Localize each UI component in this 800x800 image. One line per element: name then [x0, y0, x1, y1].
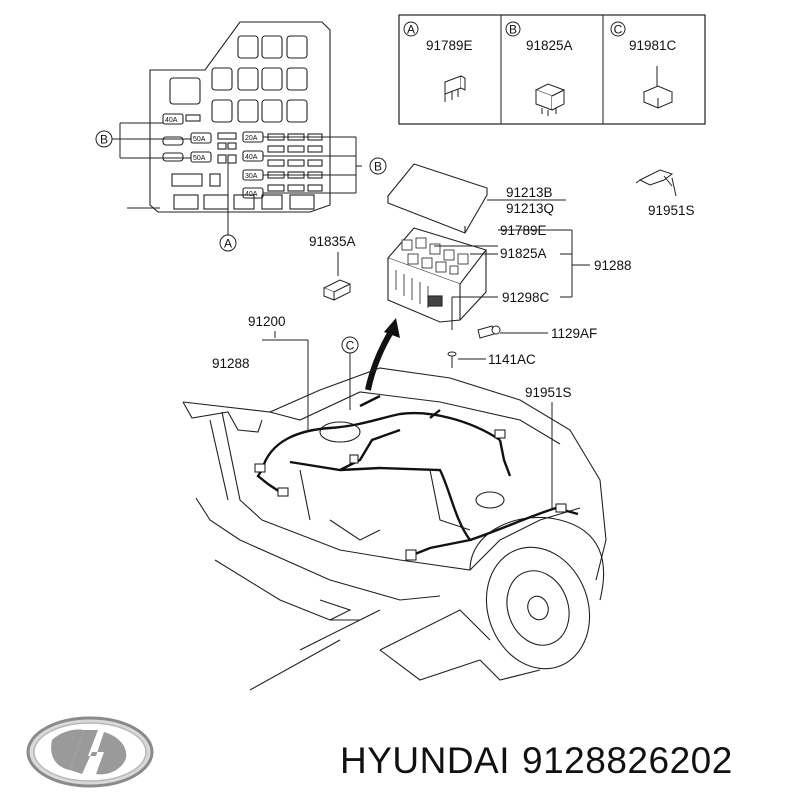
svg-text:B: B [374, 160, 382, 174]
fuse-slot: 50A [190, 132, 212, 144]
callout-c: C [341, 336, 359, 354]
cover-part-number-alt: 91213Q [506, 201, 554, 216]
harness-part-number: 91200 [248, 314, 286, 329]
callout-a: A [219, 234, 237, 252]
svg-text:20A: 20A [245, 135, 258, 142]
vehicle-rear-illustration [182, 367, 607, 691]
relay-block-part [387, 227, 487, 323]
legend-code: 91789E [426, 38, 473, 53]
relay-box-cover [387, 163, 488, 234]
svg-text:A: A [224, 237, 232, 251]
legend-cell-a: A 91789E [403, 21, 473, 102]
svg-text:40A: 40A [245, 154, 258, 161]
fuse-blade-icon [444, 75, 466, 102]
legend-table: A 91789E B 91825A C 91981C [398, 14, 706, 125]
relay-slots [169, 35, 308, 123]
mini-fuse-rows [217, 132, 323, 192]
bolt-part-number: 1129AF [551, 326, 597, 341]
svg-text:40A: 40A [165, 117, 178, 124]
connector-icon [642, 66, 674, 109]
callout-b-right: B [369, 157, 387, 175]
screw-part [447, 351, 457, 368]
fuse-part-number: 91835A [309, 234, 356, 249]
legend-letter: B [509, 23, 517, 37]
relay-block-part-number: 91288 [594, 258, 632, 273]
fuse-slot: 40A [242, 187, 264, 199]
brand-part-number-caption: HYUNDAI 9128826202 [340, 740, 790, 782]
screw-part-number: 1141AC [488, 352, 536, 367]
relay-block-leaders [434, 229, 590, 330]
svg-text:C: C [346, 339, 355, 353]
part-number: 9128826202 [522, 740, 733, 781]
legend-letter: A [407, 23, 415, 37]
relay-part-number-fuse: 91789E [500, 223, 547, 238]
brand-name: HYUNDAI [340, 740, 511, 781]
bracket-part-number: 91951S [648, 203, 695, 218]
fuse-slot: 30A [242, 169, 264, 181]
legend-letter: C [614, 23, 623, 37]
fuse-slot: 20A [242, 131, 264, 143]
harness-assy-part-number: 91288 [212, 356, 250, 371]
arrow-icon [365, 318, 400, 391]
relay-part-number-connector: 91298C [502, 290, 550, 305]
fuse-box-leaders [112, 122, 362, 236]
cover-part-number: 91213B [506, 185, 553, 200]
svg-text:B: B [100, 133, 108, 147]
single-fuse-part [322, 279, 352, 301]
fuse-box-diagram: 40A 50A 50A 20A 40A 30A 40A [127, 21, 331, 213]
svg-text:30A: 30A [245, 173, 258, 180]
relay-icon [534, 83, 566, 116]
hyundai-logo-icon [26, 716, 154, 788]
fuse-slot: 40A [242, 150, 264, 162]
harness-connectors [254, 429, 567, 561]
callout-b-left: B [95, 130, 113, 148]
relay-part-number-relay: 91825A [500, 246, 547, 261]
fuse-slot: 50A [190, 151, 212, 163]
svg-text:50A: 50A [193, 136, 206, 143]
legend-cell-c: C 91981C [610, 21, 677, 109]
bracket-part [635, 169, 677, 197]
svg-text:50A: 50A [193, 155, 206, 162]
legend-code: 91825A [526, 38, 573, 53]
legend-cell-b: B 91825A [505, 21, 573, 116]
legend-code: 91981C [629, 38, 677, 53]
fuse-slot: 40A [162, 113, 184, 125]
wiring-harness [256, 394, 579, 558]
vehicle-bracket-part-number: 91951S [525, 385, 572, 400]
bolt-part [477, 325, 501, 339]
